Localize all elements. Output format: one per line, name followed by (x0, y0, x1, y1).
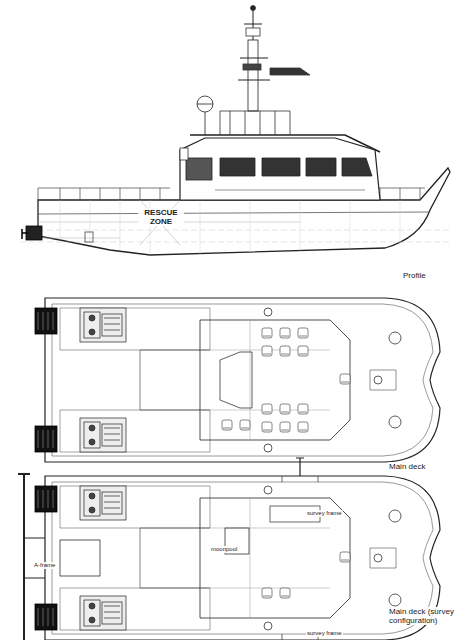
view-caption: Main deck (388, 462, 426, 471)
view-caption: Main deck (survey configuration) (388, 607, 460, 625)
part-label: survey frame (306, 630, 343, 637)
view-caption: Profile (402, 271, 427, 280)
part-label: A-frame (33, 562, 56, 569)
hull-marking: RESCUE ZONE (138, 208, 184, 226)
part-label: moonpool (210, 546, 238, 553)
part-label: survey frame (306, 510, 343, 517)
